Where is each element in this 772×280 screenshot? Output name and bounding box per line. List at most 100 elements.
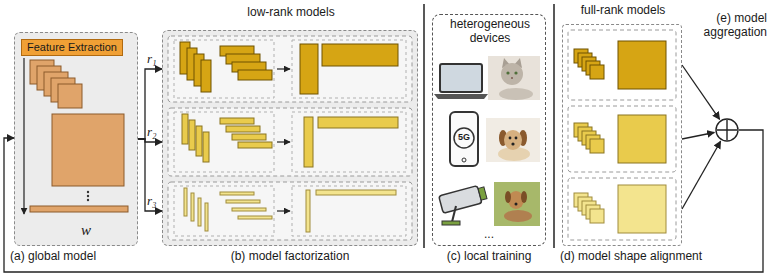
factor-v: [238, 142, 272, 148]
phone-button: [462, 158, 466, 162]
sub-box: [174, 112, 274, 172]
full-rank-panel: full-rank models: [562, 24, 682, 246]
factor-v: [322, 44, 398, 66]
factor-u: [205, 203, 208, 231]
flow-arrow: [277, 141, 290, 142]
rank-row: [168, 108, 412, 176]
node-note: ...: [433, 228, 545, 242]
sub-box: [174, 186, 274, 236]
factorization-panel: low-rank models: [162, 30, 418, 246]
camera-base: [442, 221, 460, 225]
factor-u: [300, 44, 318, 94]
node-text: (e) model aggregation: [689, 12, 767, 40]
factor-u: [189, 120, 195, 150]
connector-arrow: [138, 139, 162, 211]
factor-u: [306, 190, 310, 232]
factor-v: [220, 118, 254, 124]
dog-eye: [515, 137, 518, 140]
cat-photo: [488, 56, 540, 100]
factor-u: [201, 60, 211, 92]
panel-ground: [162, 30, 418, 246]
factor-u: [182, 114, 188, 144]
factor-u: [196, 126, 202, 156]
weight-matrix: [618, 185, 666, 233]
rank-row: [568, 178, 676, 240]
weight-matrix: [618, 115, 666, 163]
devices-panel: heterogeneous devices...: [432, 14, 546, 246]
node-text: w: [71, 222, 101, 239]
rank-row: [168, 36, 412, 102]
factor-v: [226, 200, 260, 203]
factor-v: [232, 208, 266, 211]
sub-box: [292, 186, 406, 236]
factor-u: [184, 188, 187, 216]
panel-caption: (c) local training: [426, 250, 552, 264]
global-model-panel: w Feature Extraction: [14, 32, 138, 246]
factor-v: [226, 126, 260, 132]
dog-head: [504, 130, 522, 150]
weight-matrix: [618, 41, 666, 89]
dog-ear: [505, 191, 511, 203]
sum-circle: [715, 118, 739, 142]
cat-head: [501, 63, 523, 85]
factor-u: [203, 132, 209, 162]
feature-extraction-box: Feature Extraction: [21, 39, 123, 56]
panel-caption: (a) global model: [10, 250, 150, 264]
rank-row: [168, 182, 412, 240]
connector-arrow: [682, 65, 720, 119]
factor-v: [238, 216, 272, 219]
node-text: Feature Extraction: [27, 41, 117, 54]
cat-eye: [514, 71, 517, 74]
laptop-screen: [440, 64, 482, 92]
rank-label: r₃: [147, 194, 157, 208]
dog-nose: [511, 142, 514, 145]
panel-ground: [14, 32, 138, 246]
panel-caption: (d) model shape alignment: [560, 250, 740, 264]
rank-label: r₁: [147, 52, 157, 66]
dog-eye: [509, 137, 512, 140]
phone-body: [450, 112, 478, 166]
sub-box: [174, 40, 274, 98]
dog-photo: [486, 118, 540, 162]
output-layer: [30, 206, 128, 212]
conv-kernel: [58, 84, 82, 108]
sub-box: [292, 112, 406, 172]
aggregation-node: (e) model aggregation: [715, 118, 739, 142]
connector-arrow: [682, 133, 714, 140]
separator-line: [553, 4, 555, 248]
conv-kernel: [590, 65, 604, 79]
weight-matrix: [52, 114, 124, 186]
factor-v: [318, 117, 398, 128]
sub-box: [292, 40, 406, 98]
factor-u: [191, 193, 194, 221]
cat-eye: [506, 71, 509, 74]
connector-arrow: [4, 130, 763, 272]
cat-body: [499, 88, 533, 100]
factor-v: [238, 70, 272, 80]
connector-arrow: [682, 141, 721, 209]
ellipsis-dot: [87, 191, 89, 193]
separator-line: [423, 4, 425, 248]
conv-kernel: [590, 139, 604, 153]
dog-photo: [494, 182, 540, 226]
camera-body: [439, 186, 482, 214]
dog-body: [504, 210, 532, 222]
flow-arrow: [277, 210, 290, 211]
ellipsis-dot: [87, 195, 89, 197]
sum-plus: [717, 120, 737, 140]
flow-arrow: [277, 68, 290, 69]
camera-lens: [478, 187, 487, 200]
rank-row: [568, 106, 676, 172]
camera-mount: [452, 206, 456, 222]
factor-v: [232, 134, 266, 140]
panel-caption: (b) model factorization: [162, 250, 418, 264]
connector-arrow: [138, 69, 162, 139]
factor-u: [304, 117, 313, 167]
node-text: low-rank models: [163, 6, 419, 20]
rank-row: [568, 30, 676, 100]
factor-u: [198, 198, 201, 226]
node-text: heterogeneous devices: [437, 18, 543, 46]
rank-label: r₂: [147, 125, 157, 139]
flow-arrow: [23, 58, 24, 214]
